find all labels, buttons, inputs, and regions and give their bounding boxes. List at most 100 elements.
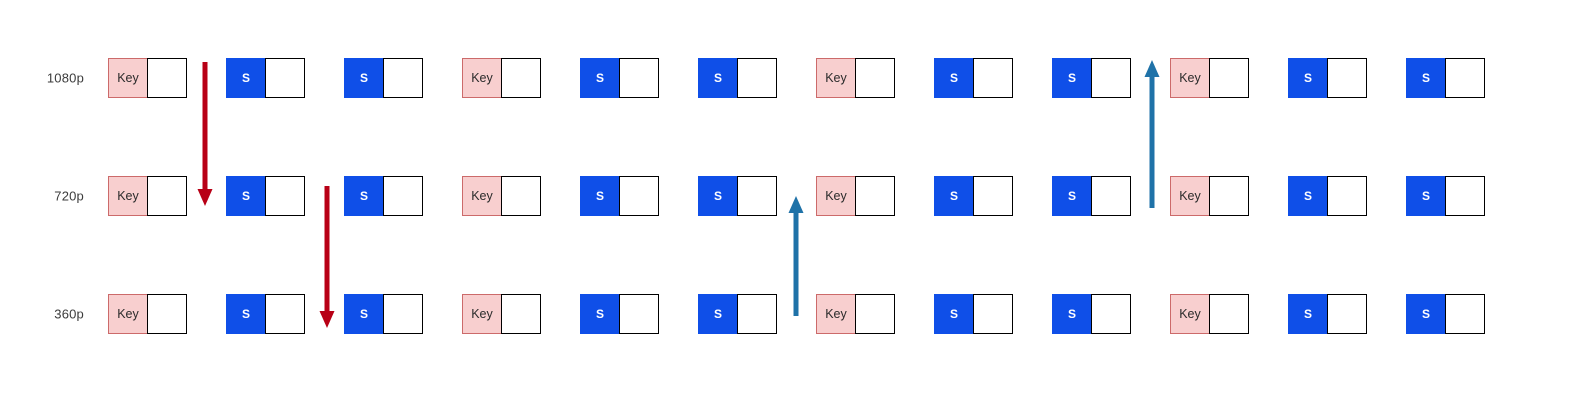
key-frame-box-720p-0[interactable]: Key bbox=[108, 176, 187, 216]
segment-frame-box-360p-5[interactable]: S bbox=[698, 294, 777, 334]
key-frame-label: Key bbox=[462, 176, 502, 216]
key-frame-label: Key bbox=[816, 58, 856, 98]
row-label-360p: 360p bbox=[54, 306, 84, 322]
key-frame-box-360p-6[interactable]: Key bbox=[816, 294, 895, 334]
key-frame-label: Key bbox=[1170, 58, 1210, 98]
frame-payload-cell bbox=[1091, 58, 1131, 98]
frame-payload-cell bbox=[501, 58, 541, 98]
segment-frame-box-360p-2[interactable]: S bbox=[344, 294, 423, 334]
segment-frame-box-360p-4[interactable]: S bbox=[580, 294, 659, 334]
segment-frame-box-360p-8[interactable]: S bbox=[1052, 294, 1131, 334]
frame-payload-cell bbox=[383, 58, 423, 98]
segment-frame-label: S bbox=[934, 294, 974, 334]
segment-frame-box-720p-7[interactable]: S bbox=[934, 176, 1013, 216]
key-frame-box-720p-9[interactable]: Key bbox=[1170, 176, 1249, 216]
key-frame-box-1080p-9[interactable]: Key bbox=[1170, 58, 1249, 98]
frame-payload-cell bbox=[619, 58, 659, 98]
segment-frame-label: S bbox=[580, 58, 620, 98]
segment-frame-label: S bbox=[226, 176, 266, 216]
segment-frame-label: S bbox=[1406, 294, 1446, 334]
segment-frame-label: S bbox=[1052, 176, 1092, 216]
switch-up-360p-to-720p-arrow bbox=[788, 196, 804, 316]
frame-payload-cell bbox=[737, 294, 777, 334]
frame-payload-cell bbox=[1209, 176, 1249, 216]
key-frame-label: Key bbox=[1170, 176, 1210, 216]
frame-payload-cell bbox=[619, 294, 659, 334]
switch-down-1080p-to-720p-arrow bbox=[197, 62, 213, 206]
row-label-720p: 720p bbox=[54, 188, 84, 204]
frame-payload-cell bbox=[973, 294, 1013, 334]
segment-frame-box-1080p-5[interactable]: S bbox=[698, 58, 777, 98]
key-frame-label: Key bbox=[108, 176, 148, 216]
segment-frame-label: S bbox=[1406, 58, 1446, 98]
segment-frame-box-360p-10[interactable]: S bbox=[1288, 294, 1367, 334]
key-frame-box-360p-9[interactable]: Key bbox=[1170, 294, 1249, 334]
segment-frame-label: S bbox=[1406, 176, 1446, 216]
segment-frame-box-360p-7[interactable]: S bbox=[934, 294, 1013, 334]
segment-frame-box-720p-11[interactable]: S bbox=[1406, 176, 1485, 216]
frame-payload-cell bbox=[973, 58, 1013, 98]
segment-frame-box-720p-8[interactable]: S bbox=[1052, 176, 1131, 216]
frame-payload-cell bbox=[147, 294, 187, 334]
frame-payload-cell bbox=[383, 294, 423, 334]
frame-payload-cell bbox=[147, 176, 187, 216]
frame-payload-cell bbox=[265, 294, 305, 334]
frame-payload-cell bbox=[501, 176, 541, 216]
frame-payload-cell bbox=[265, 176, 305, 216]
segment-frame-box-1080p-1[interactable]: S bbox=[226, 58, 305, 98]
segment-frame-box-360p-1[interactable]: S bbox=[226, 294, 305, 334]
segment-frame-box-720p-10[interactable]: S bbox=[1288, 176, 1367, 216]
segment-frame-box-720p-5[interactable]: S bbox=[698, 176, 777, 216]
segment-frame-box-1080p-11[interactable]: S bbox=[1406, 58, 1485, 98]
segment-frame-box-720p-2[interactable]: S bbox=[344, 176, 423, 216]
key-frame-box-360p-0[interactable]: Key bbox=[108, 294, 187, 334]
segment-frame-box-1080p-7[interactable]: S bbox=[934, 58, 1013, 98]
frame-payload-cell bbox=[1209, 58, 1249, 98]
key-frame-box-720p-3[interactable]: Key bbox=[462, 176, 541, 216]
segment-frame-label: S bbox=[226, 58, 266, 98]
segment-frame-label: S bbox=[1052, 58, 1092, 98]
segment-frame-box-1080p-4[interactable]: S bbox=[580, 58, 659, 98]
key-frame-label: Key bbox=[108, 58, 148, 98]
key-frame-label: Key bbox=[108, 294, 148, 334]
segment-frame-box-1080p-10[interactable]: S bbox=[1288, 58, 1367, 98]
segment-frame-box-1080p-8[interactable]: S bbox=[1052, 58, 1131, 98]
frame-payload-cell bbox=[1327, 176, 1367, 216]
frame-payload-cell bbox=[1327, 294, 1367, 334]
segment-frame-box-720p-4[interactable]: S bbox=[580, 176, 659, 216]
key-frame-box-1080p-3[interactable]: Key bbox=[462, 58, 541, 98]
key-frame-box-1080p-6[interactable]: Key bbox=[816, 58, 895, 98]
segment-frame-label: S bbox=[1288, 176, 1328, 216]
frame-payload-cell bbox=[1091, 294, 1131, 334]
segment-frame-label: S bbox=[698, 58, 738, 98]
key-frame-label: Key bbox=[462, 294, 502, 334]
segment-frame-label: S bbox=[226, 294, 266, 334]
key-frame-label: Key bbox=[816, 294, 856, 334]
segment-frame-label: S bbox=[934, 58, 974, 98]
segment-frame-box-720p-1[interactable]: S bbox=[226, 176, 305, 216]
segment-frame-label: S bbox=[344, 58, 384, 98]
frame-payload-cell bbox=[619, 176, 659, 216]
segment-frame-box-1080p-2[interactable]: S bbox=[344, 58, 423, 98]
frame-payload-cell bbox=[265, 58, 305, 98]
segment-frame-label: S bbox=[344, 176, 384, 216]
segment-frame-label: S bbox=[1288, 294, 1328, 334]
frame-payload-cell bbox=[1327, 58, 1367, 98]
frame-payload-cell bbox=[737, 58, 777, 98]
frame-payload-cell bbox=[501, 294, 541, 334]
switch-down-720p-to-360p-arrow bbox=[319, 186, 335, 328]
frame-payload-cell bbox=[1091, 176, 1131, 216]
segment-frame-label: S bbox=[1288, 58, 1328, 98]
key-frame-label: Key bbox=[462, 58, 502, 98]
frame-payload-cell bbox=[1445, 294, 1485, 334]
key-frame-label: Key bbox=[1170, 294, 1210, 334]
segment-frame-label: S bbox=[580, 294, 620, 334]
frame-payload-cell bbox=[383, 176, 423, 216]
key-frame-box-1080p-0[interactable]: Key bbox=[108, 58, 187, 98]
segment-frame-box-360p-11[interactable]: S bbox=[1406, 294, 1485, 334]
key-frame-box-720p-6[interactable]: Key bbox=[816, 176, 895, 216]
segment-frame-label: S bbox=[580, 176, 620, 216]
frame-payload-cell bbox=[737, 176, 777, 216]
key-frame-box-360p-3[interactable]: Key bbox=[462, 294, 541, 334]
